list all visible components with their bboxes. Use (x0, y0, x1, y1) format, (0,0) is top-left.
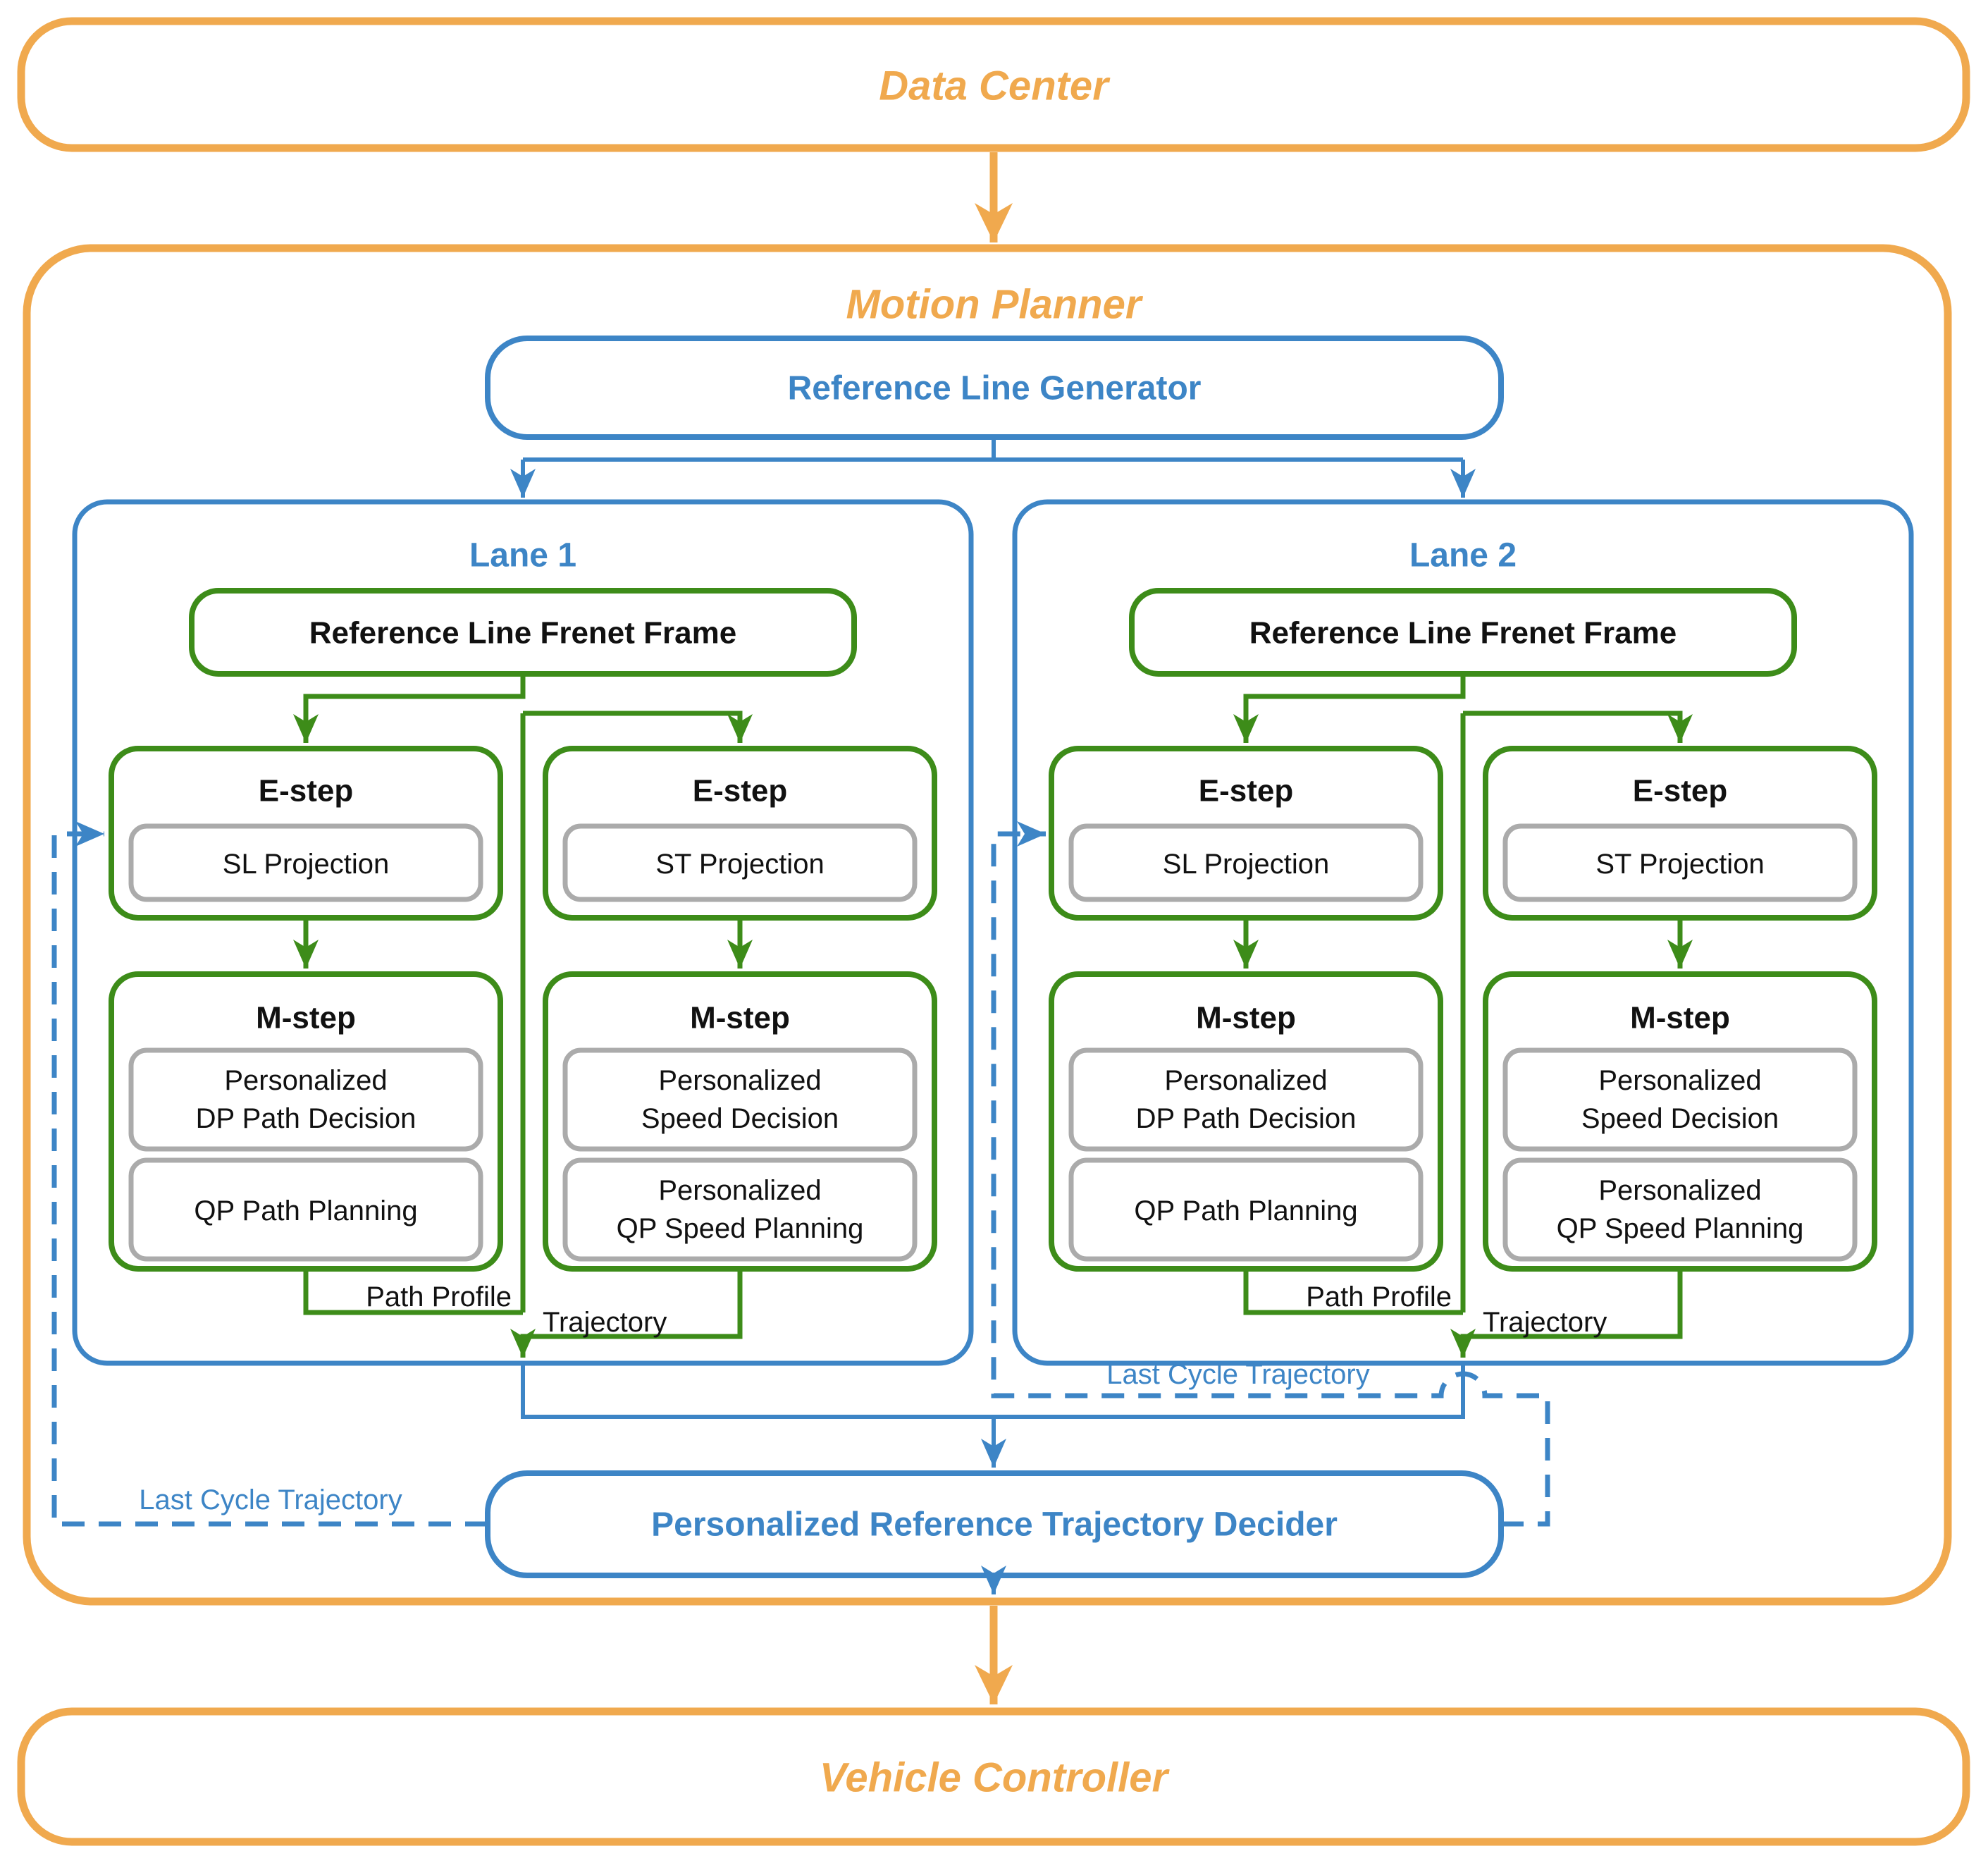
lane-2-mstep-path-item2-box (1068, 1157, 1424, 1262)
lane-1-estep-st-item-box (562, 823, 918, 902)
lane-1-estep-st-item-label: ST Projection (655, 849, 824, 880)
lane-2-mstep-path-item1-box (1068, 1047, 1424, 1152)
lane-2-estep-sl-item-label: SL Projection (1163, 849, 1329, 880)
lane-1-mstep-path-item1-line2: DP Path Decision (196, 1103, 416, 1134)
lane-1-connector-to-estep-st (523, 711, 753, 743)
lane-1-mstep-path-title: M-step (256, 1001, 356, 1035)
lane-2-mstep-speed-item1-line2: Speed Decision (1581, 1103, 1779, 1134)
lane-1-mstep-speed-item1-box (562, 1047, 918, 1152)
lane-2-path-profile-label: Path Profile (1306, 1281, 1452, 1312)
lane-2-estep-sl-title: E-step (1199, 774, 1293, 808)
connector-generator-split (523, 437, 1463, 462)
lane-2-connector-to-estep-st (1463, 711, 1693, 743)
lane-1-estep-sl-item-label: SL Projection (223, 849, 389, 880)
lane-2-trajectory-label: Trajectory (1483, 1307, 1607, 1338)
motion-planner-label: Motion Planner (846, 282, 1144, 328)
lane-2-mstep-path-item2-line1: QP Path Planning (1134, 1195, 1357, 1226)
lane-1-mstep-speed-item2-box (562, 1157, 918, 1262)
lane-1-connector-frenet-to-estep-sl (293, 674, 526, 743)
lane-1-estep-st-title: E-step (693, 774, 787, 808)
lane-2-trajectory-line (1450, 1269, 1683, 1358)
lane-1-estep-sl-item-box (128, 823, 483, 902)
lane-2-estep-st-title: E-step (1633, 774, 1727, 808)
lane-2-mstep-speed-item2-line1: Personalized (1598, 1175, 1761, 1206)
vehicle-controller-label: Vehicle Controller (820, 1755, 1171, 1801)
lane-2-mstep-speed-title: M-step (1630, 1001, 1730, 1035)
lane-2-mstep-path-item1-line2: DP Path Decision (1136, 1103, 1357, 1134)
data-center-label: Data Center (879, 63, 1111, 109)
vehicle-controller-box (17, 1707, 1970, 1846)
motion-planner-box (23, 244, 1952, 1606)
lane-1-mstep-path-item1-box (128, 1047, 483, 1152)
lane-1-mstep-path-item1-line1: Personalized (224, 1065, 387, 1096)
lane-2-mstep-speed-item2-line2: QP Speed Planning (1557, 1213, 1804, 1244)
data-center-box (17, 17, 1970, 152)
last-cycle-trajectory-right-line (991, 821, 1550, 1527)
lane-2-estep-st-item-label: ST Projection (1595, 849, 1764, 880)
lane-1-estep-sl-title: E-step (259, 774, 353, 808)
lane-2-path-profile-line (1243, 1269, 1463, 1315)
lane-1-mstep-speed-item2-line2: QP Speed Planning (617, 1213, 864, 1244)
lane-1-path-profile-label: Path Profile (366, 1281, 512, 1312)
lane-1-path-profile-line (303, 1269, 523, 1315)
lane-1-group: Lane 1 Reference Line Frenet Frame E-ste… (72, 499, 974, 1366)
lane-2-estep-st-item-box (1502, 823, 1858, 902)
lane-1-mstep-speed-item1-line2: Speed Decision (641, 1103, 839, 1134)
lane-2-connector-frenet-to-estep-sl (1233, 674, 1466, 743)
lane-1-trajectory-line (510, 1269, 743, 1358)
lane-1-mstep-path-item2-line1: QP Path Planning (194, 1195, 417, 1226)
lane-2-mstep-speed-item2-box (1502, 1157, 1858, 1262)
last-cycle-trajectory-left-label: Last Cycle Trajectory (139, 1484, 402, 1515)
lane-2-mstep-speed-item1-line1: Personalized (1598, 1065, 1761, 1096)
lane-1-mstep-speed-item1-line1: Personalized (658, 1065, 821, 1096)
lane-1-mstep-path-item2-box (128, 1157, 483, 1262)
lane-1-title: Lane 1 (469, 537, 576, 574)
lane-2-title: Lane 2 (1409, 537, 1517, 574)
lane-2-mstep-path-title: M-step (1196, 1001, 1296, 1035)
lane-1-mstep-speed-title: M-step (690, 1001, 790, 1035)
lane-1-trajectory-label: Trajectory (543, 1307, 667, 1338)
lane-2-mstep-speed-item1-box (1502, 1047, 1858, 1152)
lane-2-group: Lane 2 Reference Line Frenet Frame E-ste… (1012, 499, 1914, 1366)
reference-line-generator-label: Reference Line Generator (788, 370, 1202, 407)
last-cycle-trajectory-left-line (51, 821, 488, 1527)
decider-label: Personalized Reference Trajectory Decide… (651, 1506, 1338, 1544)
lane-2-mstep-path-item1-line1: Personalized (1164, 1065, 1327, 1096)
lane-1-frenet-frame-label: Reference Line Frenet Frame (309, 616, 736, 651)
lane-1-mstep-speed-item2-line1: Personalized (658, 1175, 821, 1206)
last-cycle-trajectory-right-label: Last Cycle Trajectory (1106, 1359, 1369, 1390)
lane-2-frenet-frame-label: Reference Line Frenet Frame (1249, 616, 1677, 651)
lane-2-estep-sl-item-box (1068, 823, 1424, 902)
